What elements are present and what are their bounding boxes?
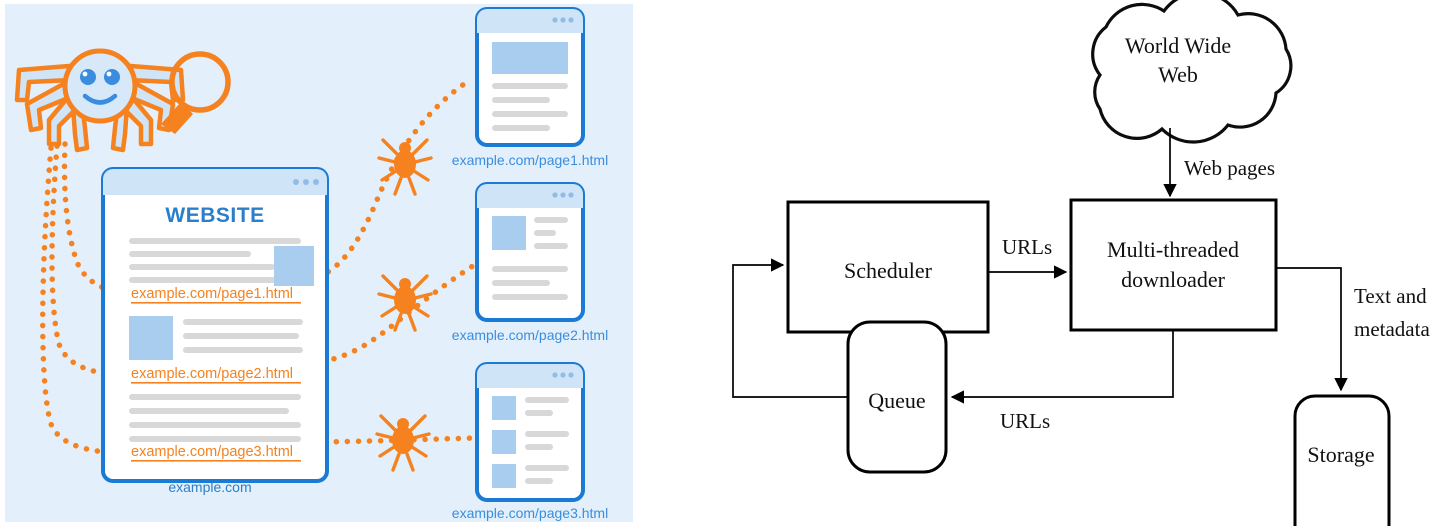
window-dots-icon xyxy=(552,372,574,378)
node-downloader[interactable]: Multi-threaded downloader xyxy=(1069,198,1278,332)
list-item xyxy=(492,396,569,420)
website-card-title: WEBSITE xyxy=(165,204,264,227)
node-scheduler[interactable]: Scheduler xyxy=(786,200,990,334)
list-item xyxy=(492,464,569,488)
edge-urls-top-label: URLs xyxy=(1002,235,1052,259)
node-scheduler-label: Scheduler xyxy=(844,258,933,283)
website-link-3[interactable]: example.com/page3.html xyxy=(131,444,293,460)
magnifying-glass-icon xyxy=(161,51,231,134)
node-storage[interactable]: Storage xyxy=(1293,394,1391,526)
edge-urls-bottom-label: URLs xyxy=(1000,409,1050,433)
link-underline-1 xyxy=(131,302,301,304)
spider-icon xyxy=(14,48,186,153)
text-lines-block-3 xyxy=(129,394,301,442)
edge-text-metadata-label-line2: metadata xyxy=(1354,317,1430,341)
node-queue[interactable]: Queue xyxy=(846,320,948,474)
edge-downloader-to-storage xyxy=(1276,267,1348,392)
window-dots-icon xyxy=(552,17,574,23)
page-thumbnail-1-caption: example.com/page1.html xyxy=(452,152,608,168)
node-storage-label: Storage xyxy=(1307,442,1374,467)
node-www[interactable]: World Wide Web xyxy=(1091,0,1293,144)
window-dots-icon xyxy=(293,179,319,185)
window-dots-icon xyxy=(552,192,574,198)
web-crawler-spider-illustration: WEBSITE example.com/page1.html xyxy=(5,4,633,522)
text-lines-block-2 xyxy=(183,319,303,353)
node-www-label-line1: World Wide xyxy=(1125,33,1231,58)
node-downloader-label-line1: Multi-threaded xyxy=(1107,237,1239,262)
crawl-spider-icon-3 xyxy=(375,414,431,472)
edge-queue-to-scheduler xyxy=(732,258,848,398)
crawl-spider-icon-2 xyxy=(377,274,433,332)
page-thumbnail-2[interactable] xyxy=(475,182,585,322)
list-item xyxy=(492,430,569,454)
page-thumbnail-3[interactable] xyxy=(475,362,585,502)
link-underline-2 xyxy=(131,382,301,384)
text-lines-block-1 xyxy=(129,238,301,283)
crawl-spider-icon-1 xyxy=(377,138,433,196)
link-underline-3 xyxy=(131,460,301,462)
page-thumbnail-1[interactable] xyxy=(475,7,585,147)
crawl-path-to-page3 xyxy=(300,435,478,445)
page-thumbnail-3-caption: example.com/page3.html xyxy=(452,505,608,521)
crawl-path-to-page2 xyxy=(298,259,482,367)
thumbnail-image-block xyxy=(274,246,314,286)
node-queue-label: Queue xyxy=(868,388,925,413)
hero-image-block xyxy=(492,42,568,74)
node-downloader-label-line2: downloader xyxy=(1121,267,1226,292)
node-www-label-line2: Web xyxy=(1158,62,1198,87)
edge-downloader-to-queue xyxy=(950,330,1174,404)
website-link-1[interactable]: example.com/page1.html xyxy=(131,286,293,302)
website-link-2[interactable]: example.com/page2.html xyxy=(131,366,293,382)
text-lines xyxy=(492,83,568,131)
thumbnail-image-block-2 xyxy=(129,316,173,360)
side-image-block xyxy=(492,216,526,250)
website-card-caption: example.com xyxy=(168,479,251,495)
edge-text-metadata-label-line1: Text and xyxy=(1354,284,1427,308)
website-card[interactable]: WEBSITE example.com/page1.html xyxy=(101,167,329,483)
edge-web-pages-label: Web pages xyxy=(1184,156,1275,180)
text-lines xyxy=(492,217,568,300)
page-thumbnail-2-caption: example.com/page2.html xyxy=(452,327,608,343)
web-crawler-architecture-diagram: World Wide Web Web pages Scheduler Multi… xyxy=(700,0,1433,526)
